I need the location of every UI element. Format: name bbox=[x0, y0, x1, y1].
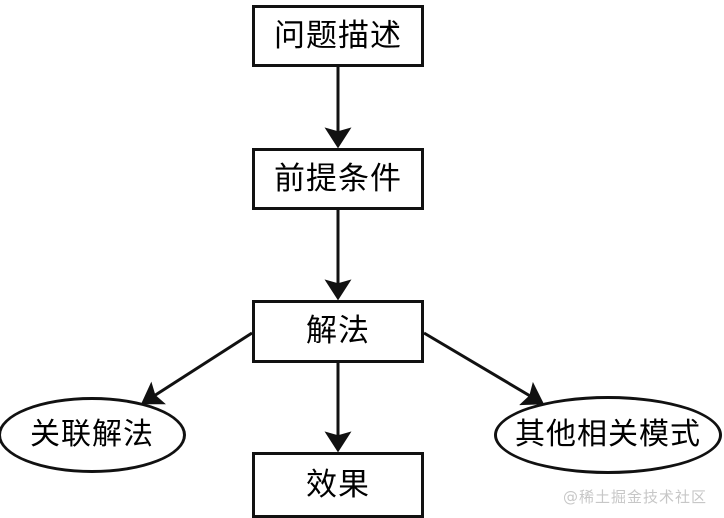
node-label: 效果 bbox=[306, 466, 370, 503]
node-label: 前提条件 bbox=[274, 160, 402, 197]
node-label: 解法 bbox=[306, 313, 370, 349]
node-related-solution[interactable]: 关联解法 bbox=[0, 397, 186, 473]
node-problem-description[interactable]: 问题描述 bbox=[252, 5, 424, 67]
node-label: 关联解法 bbox=[30, 417, 154, 452]
edge-solution-to-related bbox=[140, 331, 253, 405]
node-other-related-patterns[interactable]: 其他相关模式 bbox=[494, 396, 722, 474]
node-label: 其他相关模式 bbox=[515, 417, 701, 452]
edge-solution-to-otherpattern bbox=[423, 331, 545, 406]
node-precondition[interactable]: 前提条件 bbox=[252, 148, 424, 210]
node-solution[interactable]: 解法 bbox=[252, 300, 424, 363]
watermark-text: @稀土掘金技术社区 bbox=[563, 488, 708, 506]
node-label: 问题描述 bbox=[274, 17, 402, 54]
node-effect[interactable]: 效果 bbox=[252, 452, 424, 518]
